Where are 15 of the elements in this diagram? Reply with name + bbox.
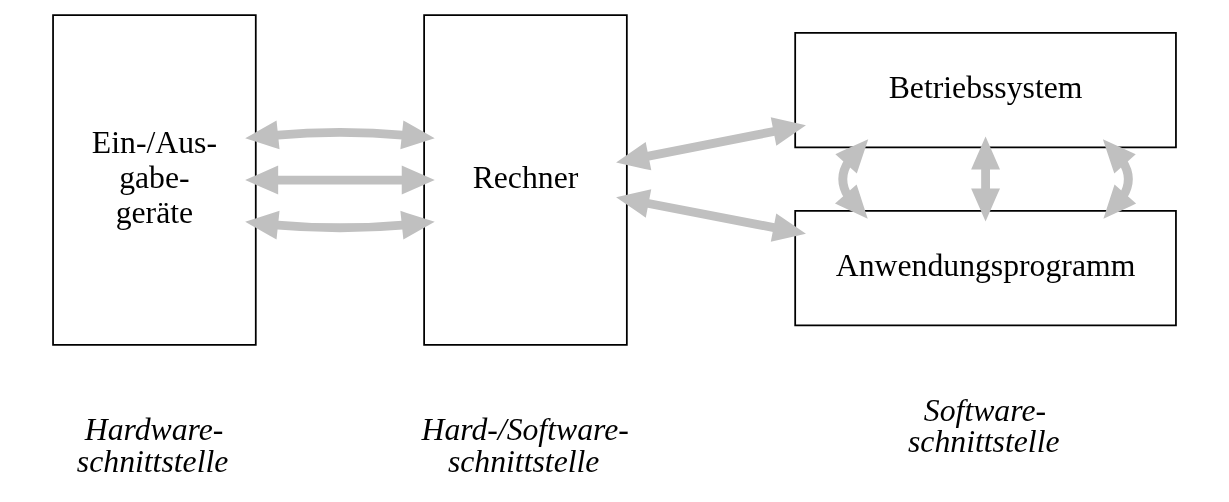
arrow bbox=[616, 117, 806, 171]
arrow bbox=[245, 210, 435, 240]
label: Hard-/Software- schnittstelle bbox=[421, 411, 629, 479]
arrow bbox=[245, 120, 435, 150]
arrow bbox=[1102, 139, 1137, 219]
label: Software- schnittstelle bbox=[908, 392, 1060, 460]
arrow bbox=[835, 139, 869, 219]
node-box: Anwendungsprogramm bbox=[794, 210, 1177, 327]
node-box: Betriebssystem bbox=[794, 31, 1177, 149]
arrow bbox=[616, 189, 806, 242]
node-box: Rechner bbox=[423, 14, 628, 346]
node-box: Ein-/Aus- gabe- geräte bbox=[52, 14, 257, 346]
arrow bbox=[245, 165, 435, 195]
arrow bbox=[971, 136, 1001, 222]
label: Hardware- schnittstelle bbox=[76, 411, 229, 479]
